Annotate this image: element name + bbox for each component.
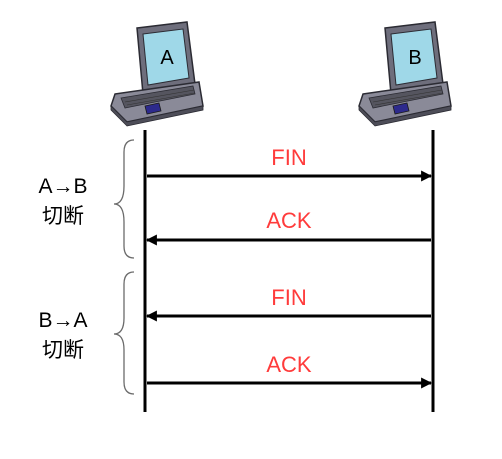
laptop-icon: B	[358, 21, 452, 127]
message-label-ack-1: ACK	[266, 208, 312, 233]
brace-phase-1	[113, 139, 135, 259]
message-label-ack-2: ACK	[266, 352, 312, 377]
phase-label-1: A→B 切断	[18, 172, 108, 232]
phase-2-action: 切断	[42, 339, 84, 362]
phase-1-action: 切断	[42, 205, 84, 228]
phase-label-2: B→A 切断	[18, 306, 108, 366]
phase-1-direction: A→B	[38, 175, 88, 198]
phase-2-direction: B→A	[38, 309, 88, 332]
laptop-icon: A	[110, 21, 204, 127]
brace-phase-2	[113, 271, 135, 395]
host-b-label: B	[408, 47, 421, 69]
host-a-label: A	[160, 47, 174, 69]
message-label-fin-2: FIN	[271, 285, 307, 310]
message-label-fin-1: FIN	[271, 145, 307, 170]
